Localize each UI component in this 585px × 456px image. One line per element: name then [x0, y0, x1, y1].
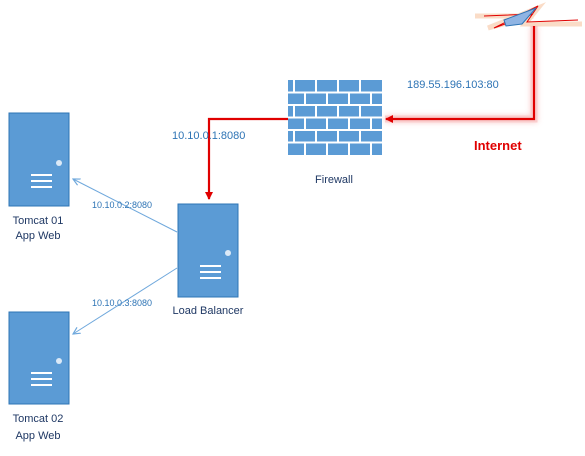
- tomcat-02-link-ip-label: 10.10.0.3:8080: [92, 298, 152, 308]
- firewall-loadbalancer-link: [205, 117, 288, 200]
- tomcat-02-name-label: Tomcat 02: [13, 413, 64, 425]
- firewall-label: Firewall: [315, 174, 353, 186]
- tomcat-01-server-icon: [8, 112, 70, 207]
- load-balancer-label: Load Balancer: [173, 305, 244, 317]
- tomcat-01-role-label: App Web: [15, 230, 60, 242]
- loadbalancer-tomcat01-link: [73, 179, 178, 233]
- tomcat-02-server-icon: [8, 311, 70, 405]
- internet-ip-label: 189.55.196.103:80: [407, 79, 499, 91]
- firewall-icon: [288, 80, 382, 155]
- lightning-bolt-icon: [475, 2, 582, 31]
- tomcat-01-name-label: Tomcat 01: [13, 215, 64, 227]
- firewall-inside-ip-label: 10.10.0.1:8080: [172, 130, 245, 142]
- loadbalancer-tomcat02-link: [73, 267, 178, 334]
- internet-label: Internet: [474, 138, 522, 153]
- load-balancer-server-icon: [177, 203, 239, 298]
- tomcat-01-link-ip-label: 10.10.0.2:8080: [92, 200, 152, 210]
- tomcat-02-role-label: App Web: [15, 430, 60, 442]
- internet-firewall-link: [385, 26, 538, 123]
